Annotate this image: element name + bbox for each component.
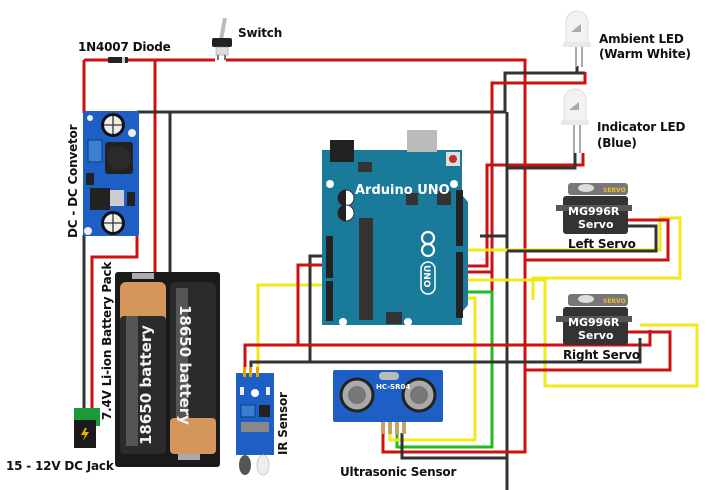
wire-black-ground-bus-low	[249, 338, 642, 367]
right-servo-model: MG996R	[568, 316, 620, 329]
battery-cell-left	[120, 273, 166, 454]
left-servo[interactable]	[556, 183, 632, 234]
right-servo-brand: SERVO	[603, 298, 626, 305]
battery-pack-label: 7.4V Li-ion Battery Pack	[100, 261, 114, 420]
battery-cell-left-label: 18650 battery	[137, 325, 155, 445]
wire-yellow-pin5	[459, 278, 699, 388]
ambient-led	[563, 10, 591, 67]
battery-cell-right	[170, 282, 216, 460]
battery-pack	[115, 272, 220, 467]
wire-red-power-bus	[243, 330, 652, 367]
diode	[108, 57, 128, 63]
arduino-label: Arduino UNO	[355, 183, 450, 198]
switch-label: Switch	[238, 26, 283, 40]
indicator-led-label-line1: Indicator LED	[597, 120, 686, 134]
wire-yellow-echo	[388, 296, 477, 442]
wire-red-ultrasonic-vcc	[381, 340, 527, 454]
wire-green-trig	[395, 290, 494, 449]
diode-label: 1N4007 Diode	[78, 40, 171, 54]
dc-dc-converter	[83, 111, 139, 236]
wire-red-indicator	[485, 153, 585, 240]
dc-jack	[74, 408, 100, 448]
ultrasonic-model: HC-SR04	[376, 383, 410, 391]
arduino-uno-board	[322, 130, 468, 326]
wire-red-switch-right	[226, 58, 527, 340]
ir-sensor-label: IR Sensor	[276, 392, 290, 455]
wire-black-converter-out	[137, 71, 585, 114]
battery-cell-right-label: 18650 battery	[176, 305, 194, 425]
right-servo[interactable]	[556, 294, 632, 345]
right-servo-model2: Servo	[578, 329, 614, 342]
left-servo-model: MG996R	[568, 205, 620, 218]
indicator-led	[561, 88, 589, 153]
wire-black-left-servo	[507, 224, 658, 253]
indicator-led-label-line2: (Blue)	[597, 136, 637, 150]
ir-sensor	[236, 367, 274, 476]
arduino-logo-uno: UNO	[421, 265, 431, 288]
wire-red-right-servo	[525, 330, 672, 372]
ultrasonic-label: Ultrasonic Sensor	[340, 465, 457, 479]
ultrasonic-sensor	[333, 370, 443, 434]
left-servo-brand: SERVO	[603, 187, 626, 194]
right-servo-label: Right Servo	[563, 348, 640, 362]
left-servo-label: Left Servo	[568, 237, 636, 251]
wire-red-arduino-vin	[296, 263, 330, 345]
wire-yellow-pin9	[459, 216, 682, 300]
wire-red-left-servo	[525, 218, 670, 262]
wire-red-ambient-led	[490, 72, 587, 440]
wire-black-indicator	[507, 153, 577, 170]
wire-red-jack	[90, 235, 139, 410]
dc-jack-label: 15 - 12V DC Jack	[6, 459, 114, 473]
ambient-led-label-line1: Ambient LED	[599, 32, 684, 46]
left-servo-model2: Servo	[578, 218, 614, 231]
converter-label: DC - DC Convetor	[66, 124, 80, 238]
ambient-led-label-line2: (Warm White)	[599, 47, 691, 61]
wire-black-ultrasonic-gnd	[400, 433, 507, 460]
toggle-switch[interactable]	[212, 18, 232, 60]
